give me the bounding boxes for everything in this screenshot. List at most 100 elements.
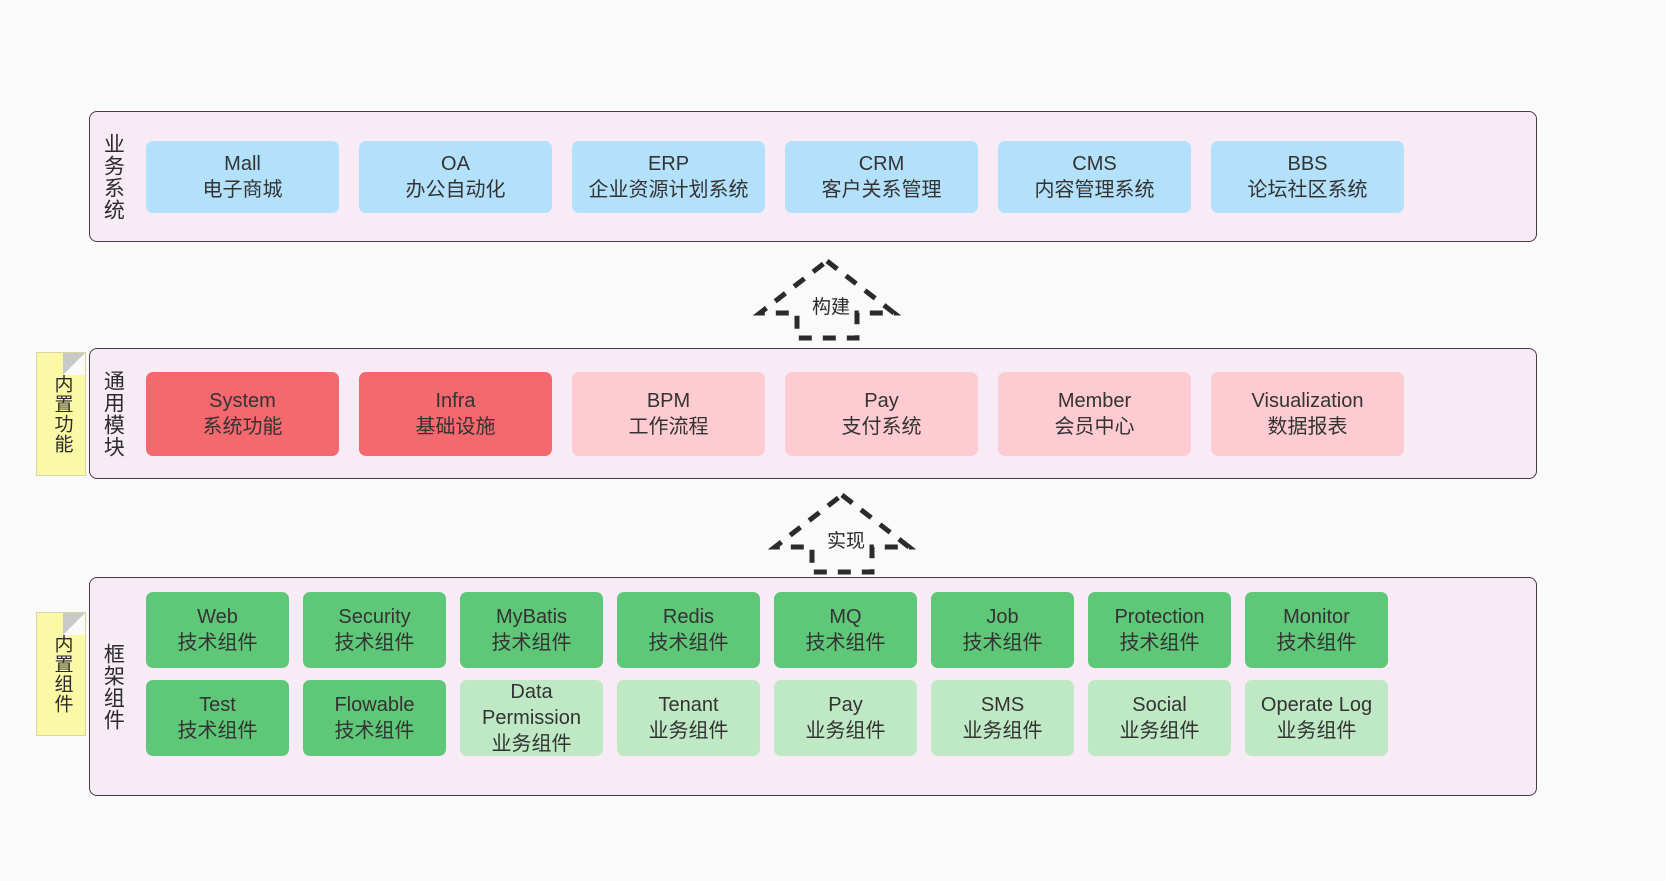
arrow-build-label: 构建 (810, 292, 853, 319)
card-title: Tenant (658, 694, 719, 716)
card-subtitle: 技术组件 (491, 632, 572, 654)
card-title: Member (1057, 389, 1132, 412)
card-subtitle: 会员中心 (1054, 415, 1135, 438)
card-title: Data Permission (482, 681, 581, 729)
card-bpm[interactable]: BPM 工作流程 (572, 371, 765, 456)
layer-business-systems: 业务系统 Mall 电子商城 OA 办公自动化 ERP 企业资源计划系统 CRM… (89, 111, 1537, 242)
card-title: Security (338, 606, 411, 628)
card-subtitle: 内容管理系统 (1034, 178, 1155, 201)
card-title: Monitor (1283, 606, 1350, 628)
card-subtitle: 业务组件 (1276, 720, 1357, 742)
card-subtitle: 电子商城 (202, 178, 283, 201)
card-visualization[interactable]: Visualization 数据报表 (1211, 371, 1404, 456)
card-subtitle: 业务组件 (962, 720, 1043, 742)
note-label: 内置组件 (51, 634, 73, 714)
layer-body-framework-components: Web 技术组件 Security 技术组件 MyBatis 技术组件 Redi… (134, 578, 1536, 795)
framework-row-technical: Web 技术组件 Security 技术组件 MyBatis 技术组件 Redi… (146, 592, 1524, 668)
card-mall[interactable]: Mall 电子商城 (146, 140, 339, 213)
card-subtitle: 办公自动化 (405, 178, 506, 201)
card-subtitle: 业务组件 (648, 720, 729, 742)
card-title: Job (986, 606, 1019, 628)
card-erp[interactable]: ERP 企业资源计划系统 (572, 140, 765, 213)
card-infra[interactable]: Infra 基础设施 (359, 371, 552, 456)
card-flowable[interactable]: Flowable 技术组件 (303, 680, 446, 756)
card-title: Web (197, 606, 238, 628)
card-operate-log[interactable]: Operate Log 业务组件 (1245, 680, 1388, 756)
card-title: CRM (858, 152, 905, 175)
card-title: Test (199, 694, 236, 716)
card-title: MQ (829, 606, 862, 628)
card-bbs[interactable]: BBS 论坛社区系统 (1211, 140, 1404, 213)
card-title: OA (441, 152, 470, 175)
card-oa[interactable]: OA 办公自动化 (359, 140, 552, 213)
card-title: BPM (646, 389, 691, 412)
card-subtitle: 支付系统 (841, 415, 922, 438)
note-built-in-functions: 内置功能 (36, 352, 86, 476)
card-mq[interactable]: MQ 技术组件 (774, 592, 917, 668)
note-built-in-components: 内置组件 (36, 612, 86, 736)
card-pay-module[interactable]: Pay 支付系统 (785, 371, 978, 456)
layer-body-business-systems: Mall 电子商城 OA 办公自动化 ERP 企业资源计划系统 CRM 客户关系… (134, 112, 1536, 241)
card-subtitle: 工作流程 (628, 415, 709, 438)
arrow-implement-shape (767, 491, 917, 575)
arrow-implement-label: 实现 (825, 526, 868, 553)
card-title: Visualization (1251, 389, 1364, 412)
card-title: SMS (980, 694, 1025, 716)
card-title: CMS (1072, 152, 1117, 175)
card-sms[interactable]: SMS 业务组件 (931, 680, 1074, 756)
card-social[interactable]: Social 业务组件 (1088, 680, 1231, 756)
card-subtitle: 技术组件 (962, 632, 1043, 654)
card-title: ERP (647, 152, 690, 175)
arrow-build: 构建 (752, 257, 902, 341)
card-web[interactable]: Web 技术组件 (146, 592, 289, 668)
card-subtitle: 业务组件 (1119, 720, 1200, 742)
card-monitor[interactable]: Monitor 技术组件 (1245, 592, 1388, 668)
card-title: Social (1132, 694, 1187, 716)
card-subtitle: 技术组件 (177, 632, 258, 654)
card-mybatis[interactable]: MyBatis 技术组件 (460, 592, 603, 668)
card-subtitle: 技术组件 (1276, 632, 1357, 654)
card-title: BBS (1287, 152, 1328, 175)
card-title: Pay (828, 694, 863, 716)
card-subtitle: 技术组件 (334, 632, 415, 654)
card-test[interactable]: Test 技术组件 (146, 680, 289, 756)
card-subtitle: 业务组件 (805, 720, 886, 742)
card-title: Infra (435, 389, 476, 412)
card-security[interactable]: Security 技术组件 (303, 592, 446, 668)
card-title: Mall (224, 152, 261, 175)
card-subtitle: 技术组件 (648, 632, 729, 654)
layer-title-common-modules: 通用模块 (101, 369, 125, 458)
card-tenant[interactable]: Tenant 业务组件 (617, 680, 760, 756)
card-member[interactable]: Member 会员中心 (998, 371, 1191, 456)
card-system[interactable]: System 系统功能 (146, 371, 339, 456)
card-subtitle: 业务组件 (491, 733, 572, 755)
card-cms[interactable]: CMS 内容管理系统 (998, 140, 1191, 213)
card-title: MyBatis (495, 606, 568, 628)
card-protection[interactable]: Protection 技术组件 (1088, 592, 1231, 668)
card-crm[interactable]: CRM 客户关系管理 (785, 140, 978, 213)
card-title: System (209, 389, 276, 412)
card-job[interactable]: Job 技术组件 (931, 592, 1074, 668)
card-subtitle: 企业资源计划系统 (588, 178, 749, 201)
card-subtitle: 客户关系管理 (821, 178, 942, 201)
note-label: 内置功能 (51, 374, 73, 454)
card-data-permission[interactable]: Data Permission 业务组件 (460, 680, 603, 756)
card-subtitle: 技术组件 (177, 720, 258, 742)
card-redis[interactable]: Redis 技术组件 (617, 592, 760, 668)
card-pay-component[interactable]: Pay 业务组件 (774, 680, 917, 756)
arrow-build-shape (752, 257, 902, 341)
layer-title-business-systems: 业务系统 (101, 132, 125, 221)
layer-common-modules: 通用模块 System 系统功能 Infra 基础设施 BPM 工作流程 Pay… (89, 348, 1537, 479)
framework-row-business: Test 技术组件 Flowable 技术组件 Data Permission … (146, 680, 1524, 756)
card-title: Pay (864, 389, 899, 412)
card-subtitle: 基础设施 (415, 415, 496, 438)
layer-framework-components: 框架组件 Web 技术组件 Security 技术组件 MyBatis 技术组件… (89, 577, 1537, 796)
layer-body-common-modules: System 系统功能 Infra 基础设施 BPM 工作流程 Pay 支付系统… (134, 349, 1536, 478)
card-title: Flowable (334, 694, 415, 716)
card-title: Protection (1114, 606, 1205, 628)
layer-title-framework-components: 框架组件 (101, 642, 125, 731)
card-subtitle: 数据报表 (1267, 415, 1348, 438)
card-title: Operate Log (1260, 694, 1373, 716)
card-subtitle: 技术组件 (334, 720, 415, 742)
card-subtitle: 论坛社区系统 (1247, 178, 1368, 201)
